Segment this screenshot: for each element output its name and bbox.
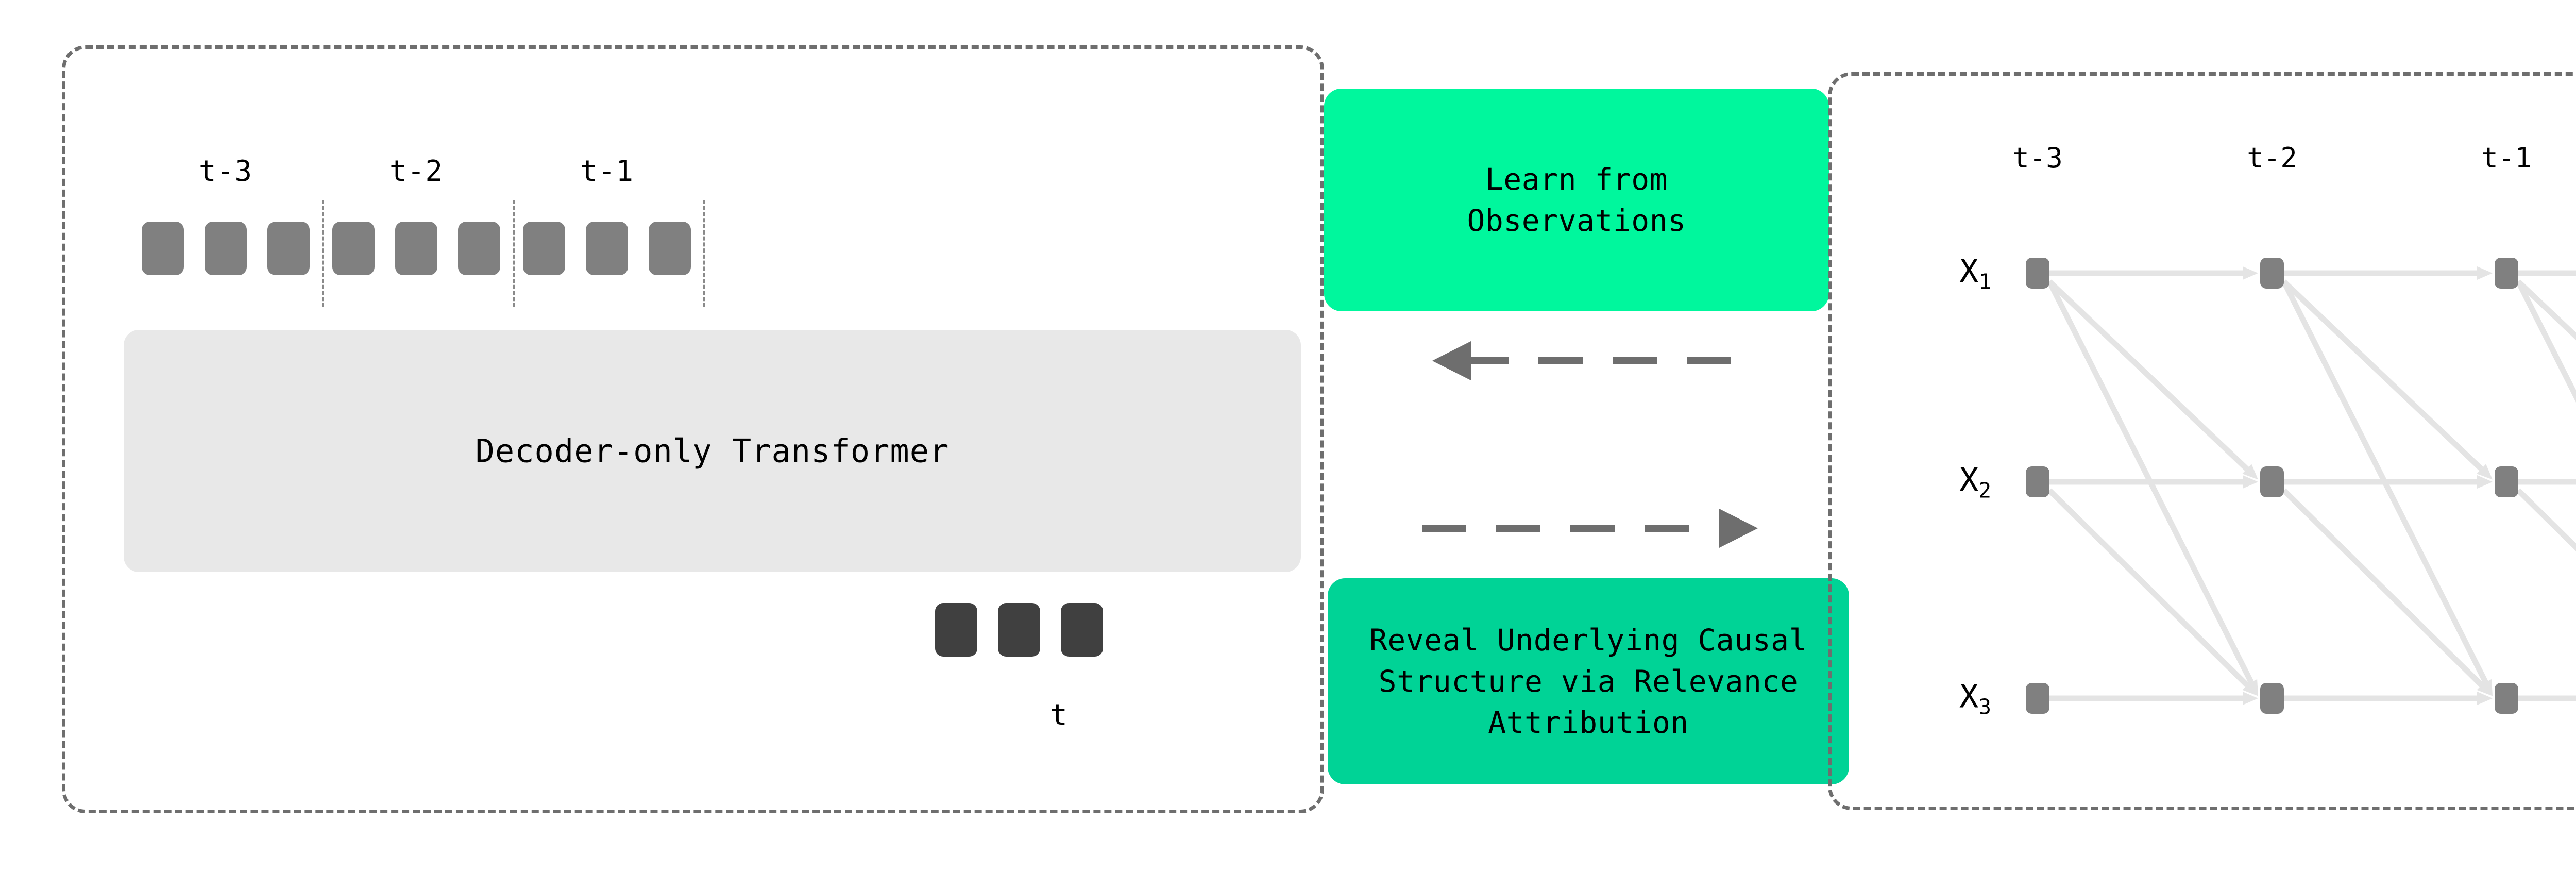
callout-top-line: Observations (1467, 203, 1686, 238)
graph-row-label-X1: X1 (1959, 252, 1991, 294)
callout-bottom-line: Attribution (1488, 705, 1689, 741)
graph-node (2260, 258, 2284, 289)
graph-column-label-t-3: t-3 (2012, 142, 2063, 174)
input-token (395, 222, 437, 275)
output-token (935, 603, 977, 657)
token-group-separator (322, 200, 324, 307)
graph-node (2495, 466, 2518, 497)
decoder-only-transformer-box: Decoder-only Transformer (124, 330, 1301, 572)
arrow-left-icon (1432, 341, 1731, 380)
input-token (458, 222, 500, 275)
decoder-transformer-panel (62, 45, 1324, 813)
input-token (205, 222, 247, 275)
input-token (523, 222, 565, 275)
graph-node (2495, 683, 2518, 714)
input-token (332, 222, 375, 275)
callout-bottom-line: Structure via Relevance (1378, 663, 1799, 699)
graph-column-label-t-2: t-2 (2247, 142, 2297, 174)
input-group-label-t-1: t-1 (580, 155, 634, 188)
graph-node (2026, 466, 2049, 497)
arrow-right-icon (1422, 509, 1758, 548)
transformer-label: Decoder-only Transformer (475, 432, 950, 470)
input-token (586, 222, 628, 275)
output-token (998, 603, 1040, 657)
input-token (649, 222, 691, 275)
input-token (267, 222, 310, 275)
graph-node (2260, 466, 2284, 497)
output-timestep-label: t (1050, 698, 1067, 732)
graph-row-label-X3: X3 (1959, 677, 1991, 719)
graph-node (2495, 258, 2518, 289)
graph-column-label-t-1: t-1 (2481, 142, 2532, 174)
graph-node (2260, 683, 2284, 714)
graph-node (2026, 683, 2049, 714)
output-token (1061, 603, 1103, 657)
causal-graph-panel (1828, 72, 2576, 810)
graph-node (2026, 258, 2049, 289)
graph-row-label-X2: X2 (1959, 461, 1991, 503)
token-group-separator (703, 200, 705, 307)
callout-bottom-line: Reveal Underlying Causal (1369, 622, 1808, 658)
input-group-label-t-2: t-2 (389, 155, 444, 188)
input-token (142, 222, 184, 275)
input-group-label-t-3: t-3 (198, 155, 253, 188)
token-group-separator (513, 200, 515, 307)
callout-top-line: Learn from (1485, 161, 1668, 197)
